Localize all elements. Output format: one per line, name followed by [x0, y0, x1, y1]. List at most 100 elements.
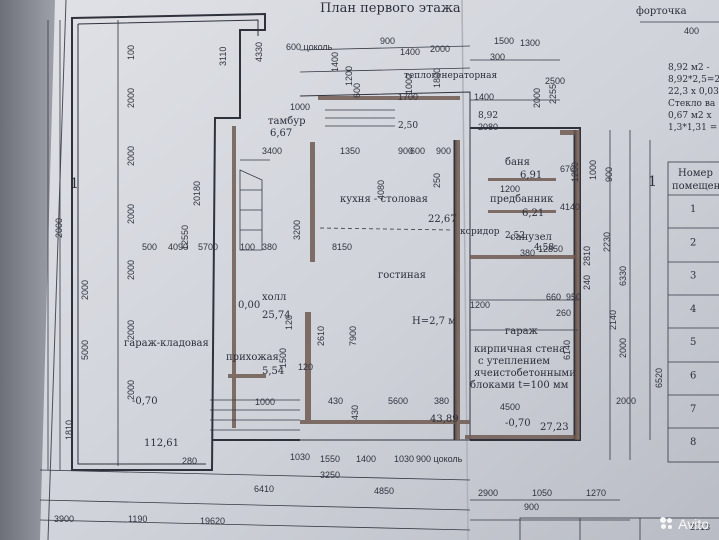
dimension-label: 4080: [376, 180, 386, 200]
dimension-label: 2810: [582, 246, 592, 266]
avito-dots-icon: [660, 517, 674, 531]
dimension-label: 1030: [394, 454, 414, 464]
room-entrance: прихожая: [226, 352, 279, 363]
extra-area-250: 2,50: [398, 121, 418, 131]
dimension-label: 260: [556, 308, 571, 318]
calc-line: 1,3*1,31 =: [668, 123, 717, 133]
dimension-label: 2000: [126, 260, 136, 280]
dimension-label: 1810: [64, 420, 74, 440]
window-label: форточка: [636, 6, 687, 17]
dimension-label: 12850: [538, 244, 563, 254]
hatched-walls: [228, 96, 580, 440]
dimension-label: 6410: [254, 484, 274, 494]
dimension-label: 2000: [616, 396, 636, 406]
table-row-number: 3: [690, 271, 696, 282]
dimension-label: 380: [434, 396, 449, 406]
calc-line: 8,92*2,5=2: [668, 75, 719, 85]
dimension-label: 2610: [316, 326, 326, 346]
calc-line: 22,3 х 0,03: [668, 87, 719, 97]
dimension-label: 1300: [520, 38, 540, 48]
dimension-label: 1200: [570, 162, 580, 182]
table-row-number: 5: [690, 337, 696, 348]
room-hall-area: 25,74: [262, 310, 291, 321]
room-labels: тамбур 6,67 кухня - столовая 22,67 баня …: [124, 71, 576, 449]
room-table: [667, 161, 719, 463]
dimension-label: 900: [436, 146, 451, 156]
dimension-label: 500: [142, 242, 157, 252]
dimension-label: 1050: [532, 488, 552, 498]
room-boiler: теплогенераторная: [404, 71, 497, 81]
dimension-label: 2000: [430, 44, 450, 54]
room-boiler-area: 8,92: [478, 111, 498, 121]
watermark-text: Avito: [678, 516, 709, 532]
dimension-label: 670: [560, 164, 575, 174]
inner-lines: [39, 20, 719, 531]
dimension-label: 6330: [618, 266, 628, 286]
room-garage: гараж: [505, 326, 539, 337]
table-header-line1: Номер: [678, 168, 713, 179]
dimension-label: 20180: [192, 181, 202, 206]
calc-line: Стекло ва: [668, 99, 716, 109]
dimension-label: 2900: [478, 488, 498, 498]
extra-dim-2080: 2080: [478, 122, 498, 132]
note-line-3: ячеистобетонными: [474, 368, 576, 379]
dimension-label: 4090: [168, 242, 188, 252]
dimension-label: 2140: [608, 310, 618, 330]
room-corridor: коридор: [460, 227, 500, 237]
section-mark-right: 1: [648, 174, 657, 190]
table-header-line2: помещен: [672, 181, 719, 192]
dimension-label: 4140: [560, 202, 580, 212]
dimension-label: 7900: [348, 326, 358, 346]
dimension-label: 250: [432, 173, 442, 188]
stamp-year: 2013: [690, 522, 710, 532]
dimension-label: 3250: [320, 470, 340, 480]
dimension-label: 1000: [588, 160, 598, 180]
calc-line: 8,92 м2 -: [668, 63, 710, 73]
dimension-label: 380: [262, 242, 277, 252]
room-kitchen: кухня - столовая: [340, 194, 428, 205]
dimension-label: 2000: [126, 146, 136, 166]
table-row-number: 4: [690, 304, 696, 315]
dimension-label: 2500: [545, 76, 565, 86]
room-living: гостиная: [378, 270, 426, 281]
dimension-label: 1500: [278, 348, 288, 368]
dimension-label: 430: [328, 396, 343, 406]
dimension-label: 1550: [320, 454, 340, 464]
dimension-label: 100: [126, 45, 136, 60]
dimension-label: 1000: [290, 102, 310, 112]
dimension-label: 4500: [500, 402, 520, 412]
watermark: Avito: [660, 516, 709, 532]
dimension-label: 2255: [548, 84, 558, 104]
dimension-label: 3200: [292, 220, 302, 240]
dimension-label: 400: [684, 26, 699, 36]
room-sauna-area: 6,91: [520, 170, 542, 181]
room-garage-storage: гараж-кладовая: [124, 338, 209, 349]
dimension-label: 2230: [602, 232, 612, 252]
dimension-label: 1700: [398, 92, 418, 102]
table-row-number: 6: [690, 371, 696, 382]
stamp-frame: [519, 517, 719, 540]
dimension-label: 1800: [432, 68, 442, 88]
dimension-label: 240: [582, 275, 592, 290]
table-row-number: 1: [690, 204, 696, 215]
dimension-label: 1190: [128, 514, 147, 524]
note-line-4: блоками t=100 мм: [470, 380, 569, 391]
dimension-label: 380: [520, 248, 535, 258]
dimension-label: 2000: [126, 204, 136, 224]
dimension-label: 12550: [180, 225, 190, 250]
dimension-label: 2000: [126, 380, 136, 400]
note-line-2: с утеплением: [478, 356, 550, 367]
dimension-label: 8150: [332, 242, 352, 252]
note-line-1: кирпичная стена: [474, 344, 565, 355]
level-hall: 0,00: [238, 300, 260, 311]
room-bathroom: санузел: [510, 232, 552, 243]
room-vestibule-area: 6,67: [270, 128, 292, 139]
dimension-label: 2000: [126, 320, 136, 340]
dimension-label: 1000: [404, 74, 414, 94]
sheet-title: План первого этажа: [320, 1, 461, 16]
level-garage: -0,70: [505, 418, 531, 429]
room-garage-storage-area: 112,61: [144, 438, 179, 449]
dimension-label: 1500: [494, 36, 514, 46]
